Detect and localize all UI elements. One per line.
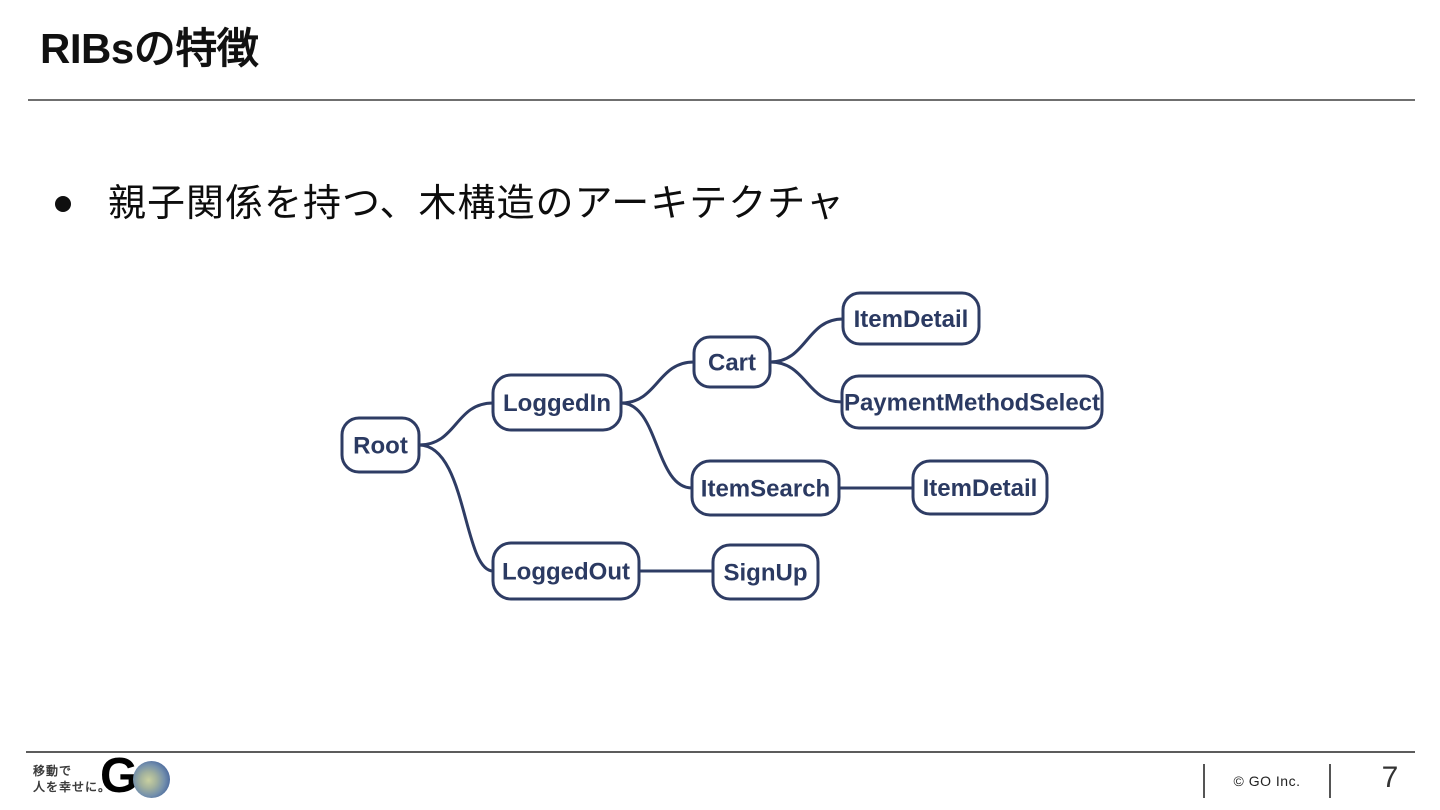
node-itemsearch: ItemSearch — [690, 459, 841, 517]
edge-root-loggedin — [417, 401, 495, 447]
bullet-dot — [55, 196, 71, 212]
node-cart: Cart — [692, 335, 772, 389]
node-itemdetail-under-cart: ItemDetail — [841, 291, 981, 346]
node-signup-box — [711, 543, 820, 601]
node-itemdetail-under-itemsearch-box — [911, 459, 1049, 516]
node-loggedin-label: LoggedIn — [503, 390, 611, 417]
footer-divider-line — [26, 751, 1415, 753]
node-itemdetail-under-itemsearch: ItemDetail — [911, 459, 1049, 516]
node-root: Root — [340, 416, 421, 474]
node-paymentmethodselect-box — [840, 374, 1104, 430]
footer-separator-right — [1329, 764, 1331, 798]
copyright-text: © GO Inc. — [1233, 773, 1301, 789]
bullet-text: 親子関係を持つ、木構造のアーキテクチャ — [108, 183, 845, 225]
node-cart-box — [692, 335, 772, 389]
edge-cart-paymentmethodselect — [768, 360, 844, 404]
page-title: RIBsの特徴 — [40, 25, 259, 72]
node-root-box — [340, 416, 421, 474]
edge-cart-itemdetail — [768, 317, 845, 364]
edge-root-loggedout — [417, 443, 495, 573]
node-itemdetail-under-cart-label: ItemDetail — [854, 306, 969, 333]
edge-loggedin-itemsearch — [619, 401, 694, 490]
node-loggedin-box — [491, 373, 623, 432]
node-cart-label: Cart — [708, 350, 756, 377]
node-loggedout-label: LoggedOut — [502, 559, 630, 586]
edge-loggedin-cart — [619, 360, 696, 405]
node-root-label: Root — [353, 433, 408, 460]
node-itemdetail-under-itemsearch-label: ItemDetail — [923, 475, 1038, 502]
node-loggedout-box — [491, 541, 641, 601]
node-loggedin: LoggedIn — [491, 373, 623, 432]
logo-tagline-line2: 人を幸せに。 — [33, 780, 112, 794]
go-logo-globe-icon — [133, 761, 170, 798]
go-logo-g: G — [100, 749, 139, 803]
node-itemdetail-under-cart-box — [841, 291, 981, 346]
logo-tagline: 移動で 人を幸せに。 — [33, 763, 111, 795]
node-paymentmethodselect-label: PaymentMethodSelect — [844, 390, 1100, 417]
footer-separator-left — [1203, 764, 1205, 798]
node-signup: SignUp — [711, 543, 820, 601]
ribs-tree-diagram: Root LoggedIn Cart ItemDetail PaymentMet… — [340, 291, 1104, 601]
node-paymentmethodselect: PaymentMethodSelect — [840, 374, 1104, 430]
node-itemsearch-label: ItemSearch — [701, 476, 830, 503]
title-divider-line — [28, 99, 1415, 101]
node-loggedout: LoggedOut — [491, 541, 641, 601]
logo-tagline-line1: 移動で — [33, 764, 73, 778]
node-itemsearch-box — [690, 459, 841, 517]
page-number: 7 — [1381, 761, 1399, 794]
node-signup-label: SignUp — [724, 560, 808, 587]
